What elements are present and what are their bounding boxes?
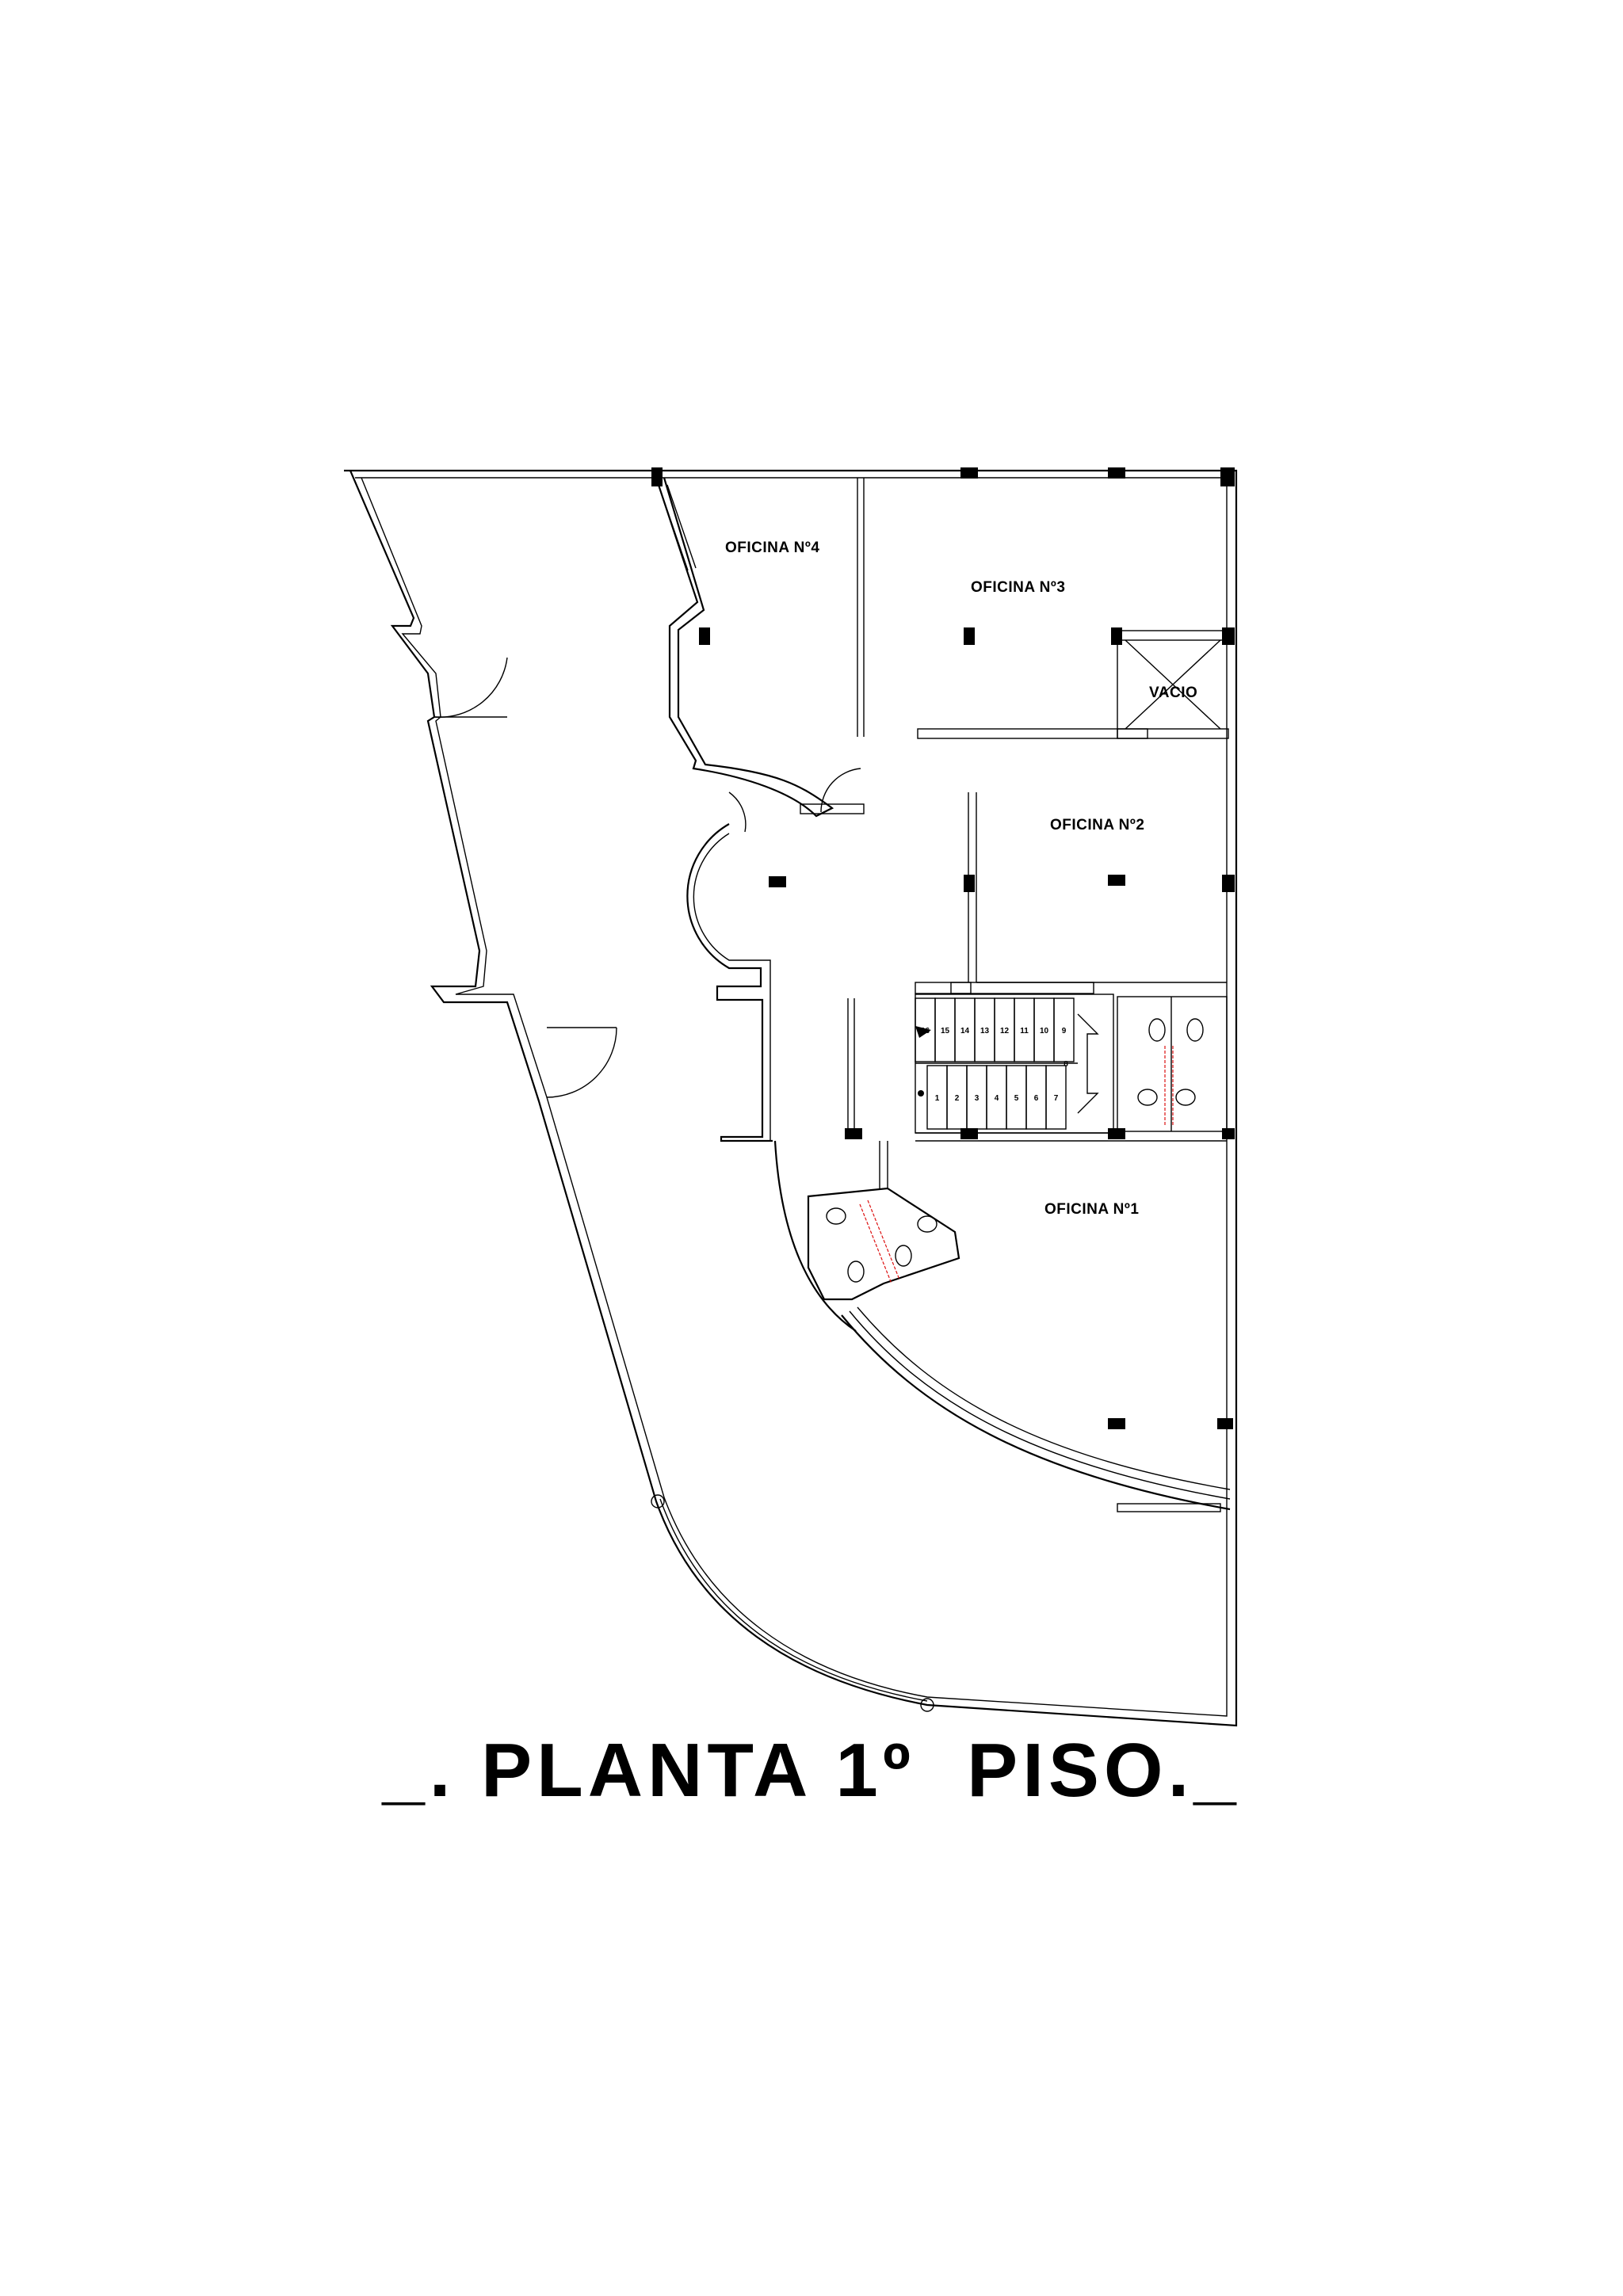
stair-step-number: 12 [1000,1027,1010,1035]
toilet-block-right [1117,996,1228,1132]
column [1111,627,1122,645]
column [1108,1128,1125,1139]
oficina-1-south-window [1117,1503,1221,1512]
column [1220,467,1235,486]
stair-step-number: 13 [980,1027,990,1035]
curved-facade [659,1498,928,1702]
round-hall-wall [686,823,773,1142]
door-swing-upper [433,657,508,718]
column [1222,1128,1235,1139]
stair-step-number: 1 [935,1094,940,1103]
oficina-1-curtain-wall-inner [857,1306,1231,1490]
column [964,627,975,645]
column [769,876,786,887]
door-swing-of4 [820,768,861,813]
toilet-icon [1148,1018,1166,1042]
column [1108,875,1125,886]
plan-title: _. PLANTA 1º PISO._ [382,1728,1241,1813]
room-label-oficina-2: OFICINA Nº2 [1050,817,1144,833]
curved-facade-node-top [651,1494,665,1508]
staircase: 16151413121110912345678 [915,997,1075,1130]
column [964,875,975,892]
stair-start-dot [918,1090,924,1097]
room-label-vacio: VACIO [1149,685,1197,701]
stair-arrow-head-icon [915,1026,931,1038]
oficina-4-wall [655,477,834,818]
stair-step-number: 5 [1014,1094,1019,1103]
doors [433,657,861,1098]
column [1108,1418,1125,1429]
column [845,1128,862,1139]
toilet-block-curve [807,1187,960,1301]
oficina-1-curved-wall [773,1140,857,1332]
room-label-oficina-3: OFICINA Nº3 [971,579,1065,596]
door-swing-hall [728,791,747,833]
stair-step-number: 2 [955,1094,960,1103]
stair-step-number: 4 [995,1094,999,1103]
outer-wall-left-inner [355,477,1228,1717]
toilet-icon [1175,1089,1196,1106]
toilet-icon [826,1207,846,1225]
oficina-3-south-wall [917,728,1148,739]
stair-tread [1045,1065,1067,1130]
vacio-cross-b [1125,639,1221,730]
oficina-4-door-sill [800,803,865,814]
outer-walls [344,469,1238,1727]
column [651,467,663,486]
door-swing-lower [546,1027,617,1098]
toilet-icon [895,1245,912,1267]
oficina-1-curtain-wall-mid [849,1310,1231,1500]
column [1217,1418,1233,1429]
toilet-icon [847,1261,865,1283]
column [960,1128,978,1139]
toilet-icon [1137,1089,1158,1106]
stair-arrow [1077,1013,1099,1114]
oficina-1-curtain-wall-outer [841,1314,1231,1511]
vacio-north-wall [1117,630,1229,641]
round-hall-wall-inner [693,833,771,1141]
column [1108,467,1125,479]
room-label-oficina-4: OFICINA Nº4 [725,540,819,556]
stair-step-number: 3 [975,1094,980,1103]
column [1222,627,1235,645]
column [1222,875,1235,892]
column [960,467,978,479]
stair-top-window [950,982,1094,994]
toilet-icon [917,1215,938,1233]
vacio-south-wall [1117,728,1229,739]
oficina-4-window-b [666,484,697,569]
room-label-oficina-1: OFICINA Nº1 [1044,1201,1139,1218]
columns [651,467,1235,1429]
outer-wall-left [344,469,1238,1727]
stair-step-number: 9 [1062,1027,1067,1035]
oficina-4-window-a [659,486,689,571]
stair-top-sill [915,982,972,994]
toilet-icon [1186,1018,1204,1042]
stair-step-number: 7 [1054,1094,1059,1103]
room-labels: OFICINA Nº4 OFICINA Nº3 VACIO OFICINA Nº… [725,540,1197,1218]
stair-tread [1053,997,1075,1062]
interior-walls [655,477,1231,1512]
curved-facade-node-bottom [920,1698,934,1712]
plumbing-lines [859,1199,900,1284]
sanitary-fixtures [826,1018,1204,1284]
stair-step-number: 11 [1020,1027,1029,1035]
column [699,627,710,645]
stair-step-number: 14 [960,1027,970,1035]
plumbing-lines [1164,1046,1174,1125]
stair-step-number: 15 [941,1027,950,1035]
stair-landing-number: 8 [1064,1060,1068,1069]
stair-step-number: 6 [1034,1094,1039,1103]
stair-step-number: 10 [1040,1027,1049,1035]
